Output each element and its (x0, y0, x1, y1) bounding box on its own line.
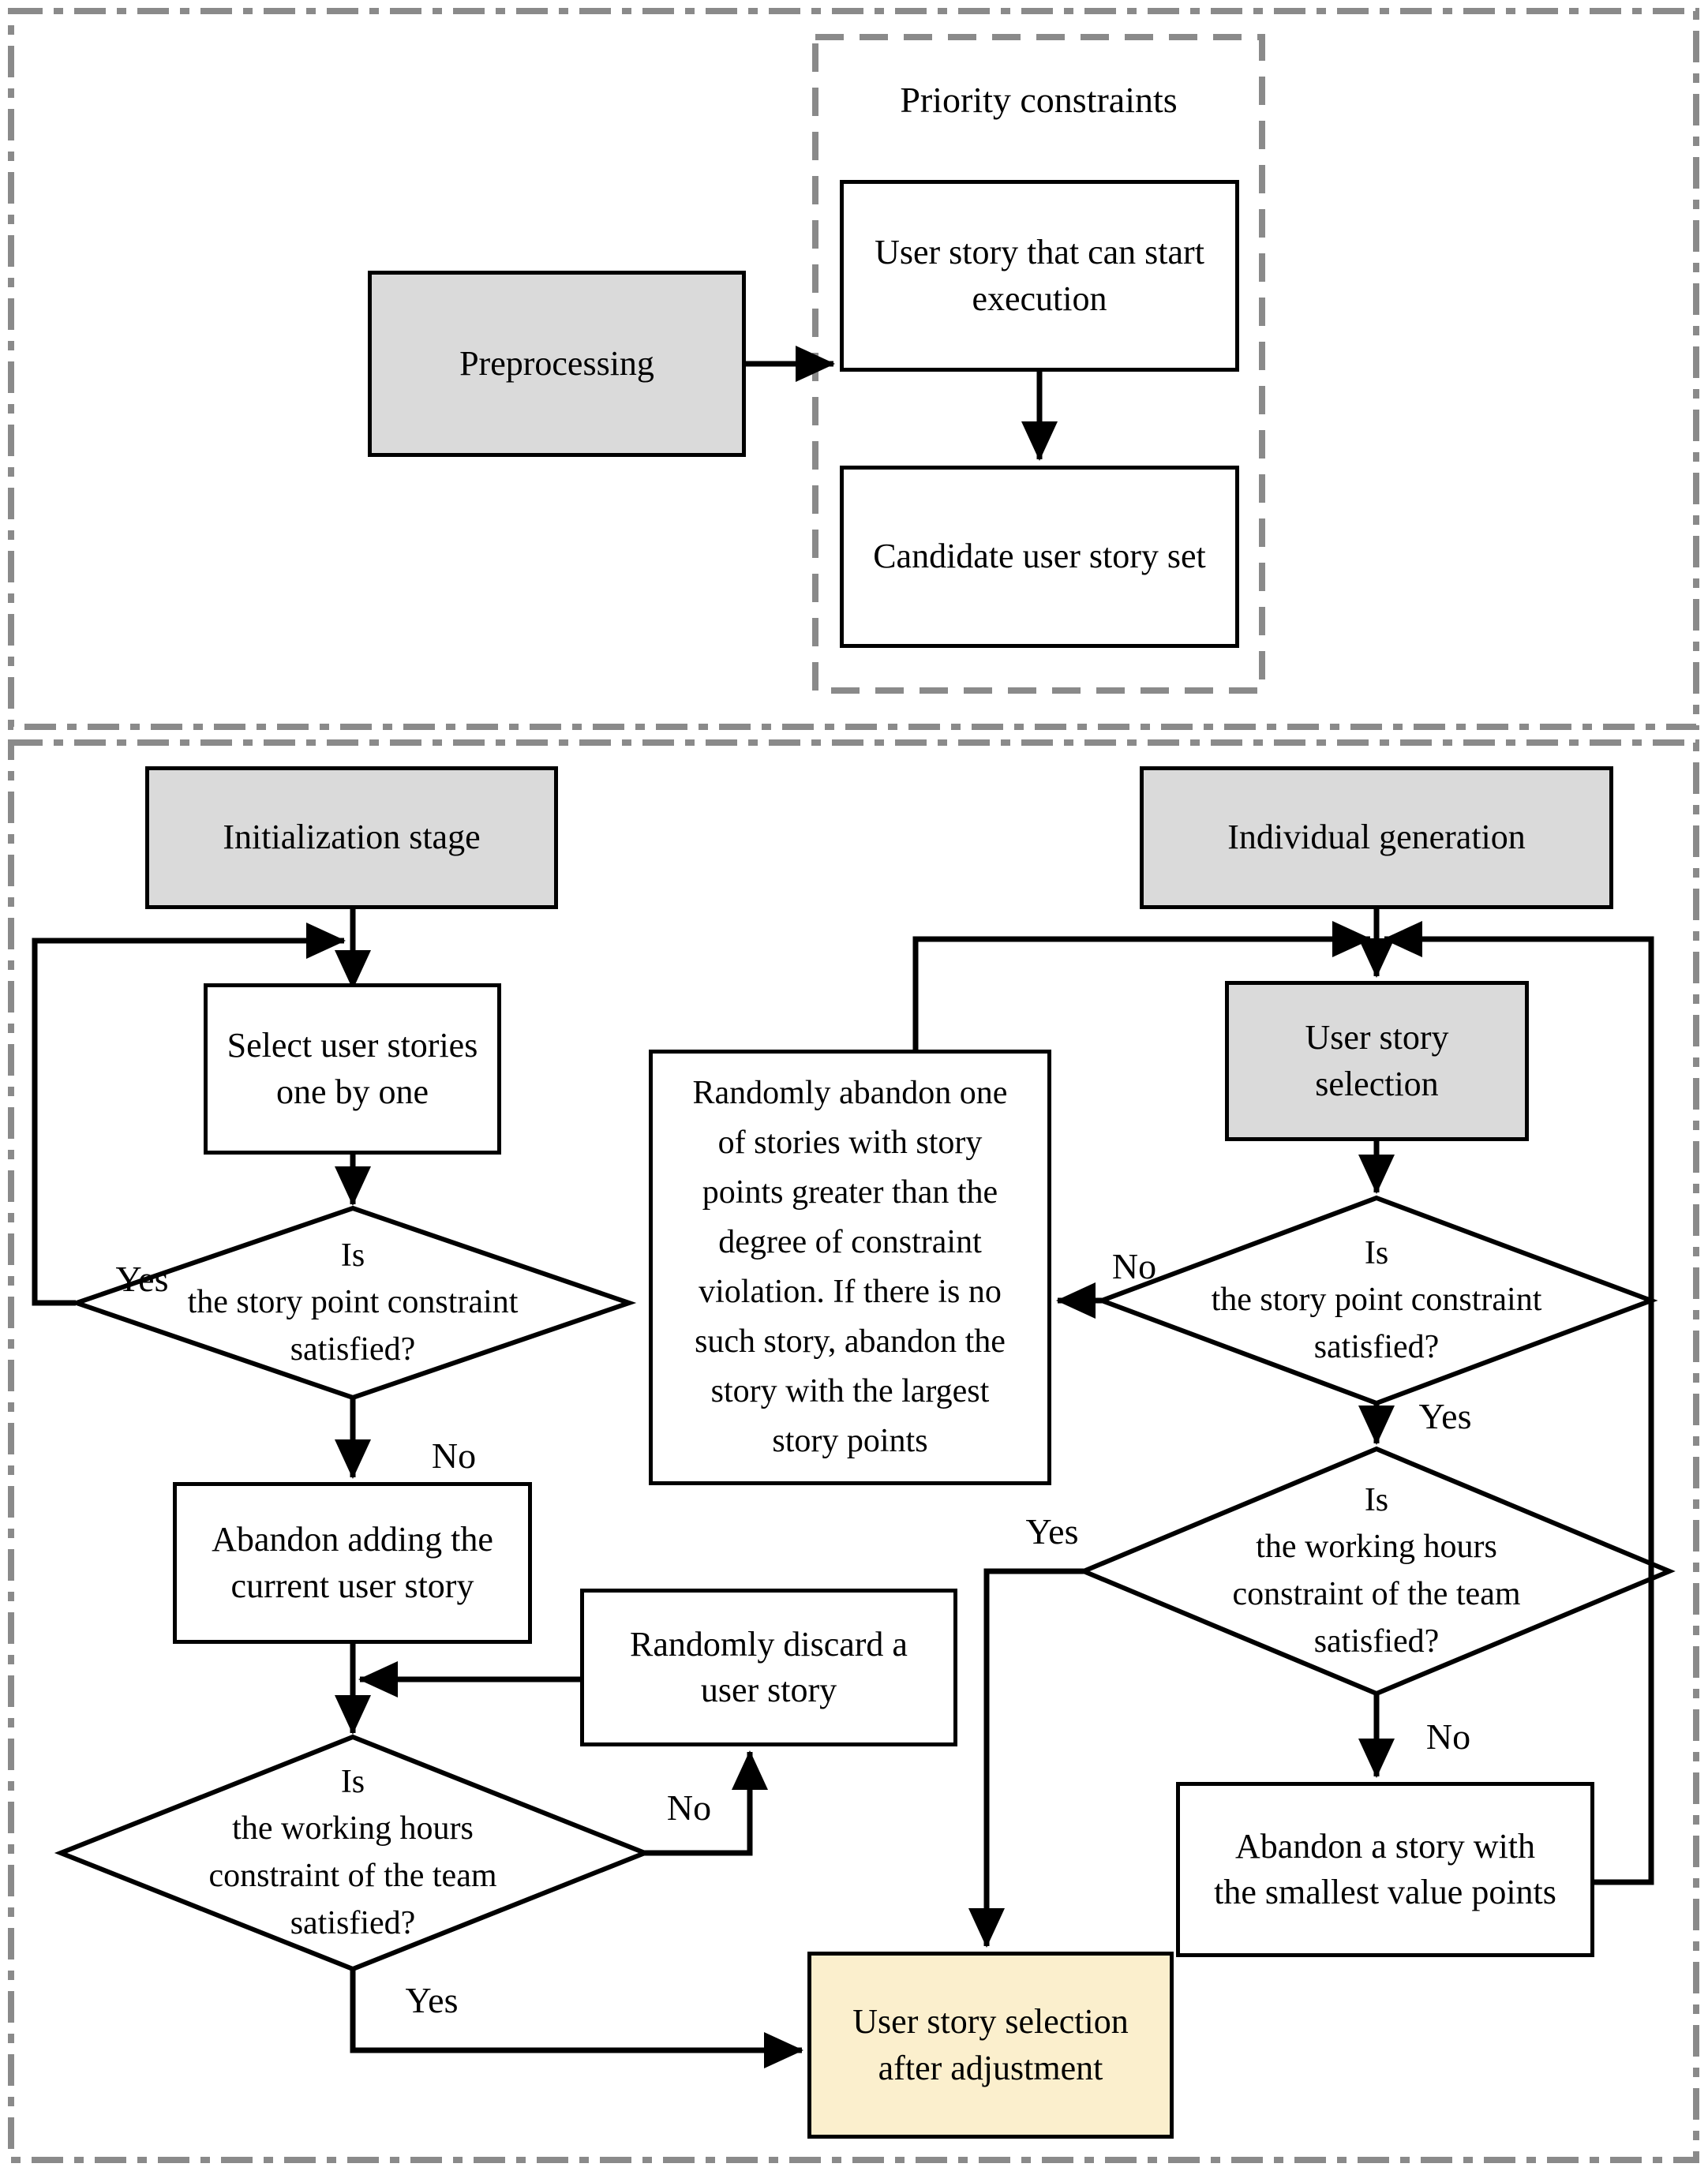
edge-no-to-discard (644, 1750, 768, 1856)
edge-yes-to-result-right (968, 1568, 1084, 1948)
decision-text-story-point-left: Is the story point constraint satisfied? (187, 1237, 519, 1368)
priority-constraints-title: Priority constraints (900, 80, 1178, 120)
node-initialization-stage: Initialization stage (145, 766, 558, 909)
edge-feedback-to-junction (1383, 921, 1654, 1885)
bottom-section-border (8, 739, 1699, 2163)
decision-text-story-point-right: Is the story point constraint satisfied? (1211, 1234, 1542, 1365)
decision-text-working-hours-left: Is the working hours constraint of the t… (208, 1763, 497, 1941)
edge-loop-yes-left (32, 923, 346, 1306)
node-preprocessing: Preprocessing (368, 271, 746, 457)
node-individual-generation: Individual generation (1140, 766, 1613, 909)
node-abandon-adding-current: Abandon adding the current user story (173, 1482, 532, 1644)
edge-yes-to-result-left (350, 1969, 803, 2068)
node-candidate-user-story-set: Candidate user story set (840, 466, 1239, 648)
node-user-story-start-execution: User story that can start execution (840, 180, 1239, 372)
node-abandon-smallest-value: Abandon a story with the smallest value … (1176, 1782, 1594, 1957)
edge-label-no-working-hours-left: No (666, 1787, 712, 1828)
edge-label-yes-working-hours-left: Yes (405, 1980, 459, 2020)
top-section-border (8, 8, 1699, 730)
edge-label-yes-story-point-right: Yes (1418, 1396, 1472, 1436)
node-randomly-discard: Randomly discard a user story (580, 1589, 957, 1746)
connectors (32, 346, 1654, 2068)
edge-label-yes-story-point-left: Yes (115, 1259, 169, 1299)
edge-label-no-story-point-right: No (1111, 1246, 1157, 1286)
edge-abandon-big-to-junction (912, 921, 1372, 1050)
edge-label-yes-working-hours-right: Yes (1025, 1511, 1079, 1552)
node-randomly-abandon-story: Randomly abandon one of stories with sto… (649, 1050, 1051, 1485)
decision-text-working-hours-right: Is the working hours constraint of the t… (1232, 1481, 1521, 1660)
node-user-story-selection: User story selection (1225, 981, 1529, 1141)
edge-label-no-story-point-left: No (431, 1435, 477, 1476)
node-select-user-stories: Select user stories one by one (204, 983, 501, 1155)
node-selection-after-adjustment: User story selection after adjustment (807, 1952, 1174, 2139)
edge-label-no-working-hours-right: No (1425, 1716, 1471, 1757)
